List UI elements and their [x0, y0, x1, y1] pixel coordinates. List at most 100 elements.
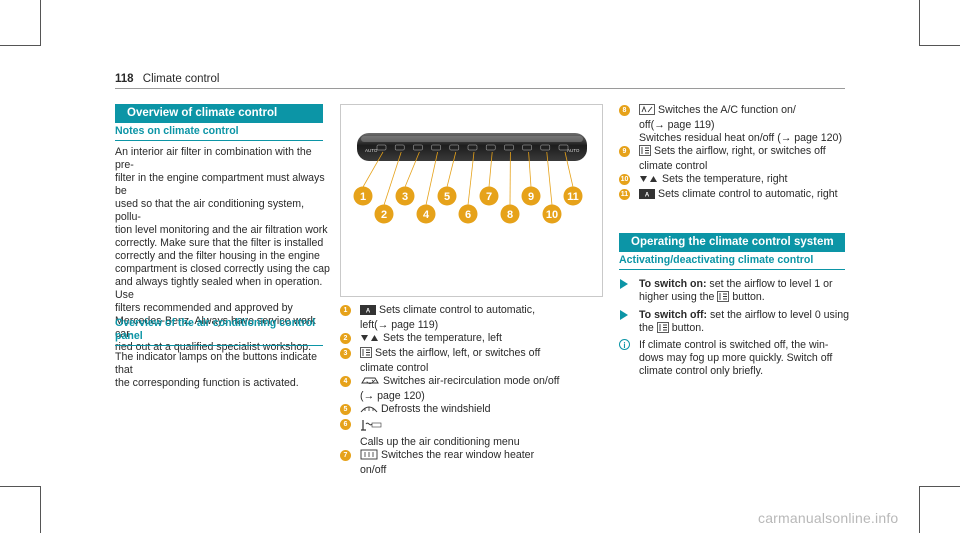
panel-button	[522, 144, 532, 151]
header-rule	[115, 88, 845, 89]
legend-text: Sets the temperature, right	[662, 173, 788, 185]
section-banner-operating: Operating the climate control system	[619, 233, 845, 252]
panel-button	[540, 144, 551, 151]
panel-button	[394, 144, 405, 151]
callout-number: 11	[567, 191, 579, 203]
callout-circle	[353, 186, 373, 206]
ac-icon	[639, 104, 655, 119]
section-banner-overview: Overview of climate control systems	[115, 104, 323, 138]
legend-item: 3 Sets the airflow, left, or switches off…	[340, 347, 602, 375]
crop-mark	[40, 0, 41, 46]
panel-heading: Overview of the air conditioning control…	[115, 317, 315, 343]
step-text: set the airflow to level 0 using	[707, 309, 849, 321]
callout-number: 9	[528, 191, 534, 203]
panel-button	[485, 144, 496, 151]
callout-leader-line	[488, 151, 493, 188]
recirculation-icon	[360, 375, 380, 390]
callout-number-badge: 3	[340, 348, 351, 359]
text-line: ried out at a qualified specialist works…	[115, 341, 312, 353]
legend-text: Sets the airflow, left, or switches off	[375, 347, 541, 359]
step-text: set the airflow to level 1 or	[706, 278, 833, 290]
crop-mark	[0, 486, 41, 487]
callout-number: 2	[381, 209, 387, 221]
callout-leader-line	[528, 151, 532, 188]
callout-number: 8	[507, 209, 513, 221]
callout-number: 10	[546, 209, 558, 221]
panel-heading-line: Overview of the air conditioning control	[115, 317, 316, 329]
callout-circle	[437, 186, 457, 206]
crop-mark	[919, 0, 920, 46]
legend-text: Sets climate control to automatic, right	[658, 188, 838, 200]
text-line: Mercedes-Benz. Always have service work …	[115, 315, 316, 340]
panel-buttons	[376, 144, 569, 151]
legend-text: on/off	[360, 464, 387, 476]
legend-text: climate control	[639, 160, 708, 172]
temperature-icon	[360, 333, 380, 347]
rear-heater-icon	[360, 449, 378, 464]
callout-number-badge: 11	[619, 189, 630, 200]
step-label: To switch off:	[639, 309, 708, 321]
text-line: tion level monitoring and the air filtra…	[115, 224, 328, 236]
step-text: the	[639, 322, 654, 334]
text-line: An interior air filter in combination wi…	[115, 146, 312, 171]
legend-text: Sets the temperature, left	[383, 332, 502, 344]
callout-number-badge: 7	[340, 450, 351, 461]
step-label: To switch on:	[639, 278, 707, 290]
crop-mark	[40, 486, 41, 533]
callout-circle	[563, 186, 583, 206]
callout-circle	[416, 204, 436, 224]
panel-label-auto-right: AUTO	[567, 148, 580, 153]
crop-mark	[919, 486, 920, 533]
crop-mark	[919, 486, 960, 487]
notes-body: An interior air filter in combination wi…	[115, 146, 330, 354]
text-line: The indicator lamps on the buttons indic…	[115, 351, 317, 376]
defrost-max-icon	[360, 403, 378, 418]
callout-leaders	[362, 151, 574, 206]
legend-text: Switches residual heat on/off (→ page 12…	[639, 132, 842, 144]
panel-button	[504, 144, 514, 151]
airflow-icon	[717, 291, 730, 306]
text-line: filter in the engine compartment must al…	[115, 172, 325, 197]
notes-heading-rule	[115, 140, 323, 141]
callout-number-badge: 1	[340, 305, 351, 316]
panel-button	[449, 144, 460, 151]
crop-mark	[919, 45, 960, 46]
legend-text: Switches air-recirculation mode on/off	[383, 375, 560, 387]
callout-circle	[458, 204, 478, 224]
step-switch-on: To switch on: set the airflow to level 1…	[619, 278, 859, 306]
callout-number-badge: 8	[619, 105, 630, 116]
legend-text: Switches the rear window heater	[381, 449, 535, 461]
text-line: compartment is closed correctly using th…	[115, 263, 330, 275]
callout-number-badge: 6	[340, 419, 351, 430]
legend-text: Sets climate control to automatic,	[379, 304, 536, 316]
airflow-icon	[360, 347, 372, 362]
callout-number: 1	[360, 191, 366, 203]
text-line: correctly. Make sure that the filter is …	[115, 237, 324, 249]
auto-icon: A	[360, 305, 376, 319]
callout-leader-line	[564, 151, 574, 188]
callout-circle	[521, 186, 541, 206]
page-number: 118	[115, 73, 134, 85]
auto-icon: A	[639, 189, 655, 203]
callout-number: 4	[423, 209, 430, 221]
legend-text: off(→ page 119)	[639, 119, 715, 131]
callout-leader-line	[446, 151, 457, 188]
section-title: Climate control	[142, 73, 220, 85]
callout-leader-line	[404, 151, 420, 188]
callout-number-badge: 10	[619, 174, 630, 185]
callout-number-badge: 4	[340, 376, 351, 387]
info-icon: i	[619, 339, 630, 350]
callout-number: 6	[465, 209, 471, 221]
text-line: used so that the air conditioning system…	[115, 198, 305, 223]
callout-number-badge: 5	[340, 404, 351, 415]
airflow-icon	[656, 322, 669, 337]
legend-text: Calls up the air conditioning menu	[360, 436, 520, 448]
